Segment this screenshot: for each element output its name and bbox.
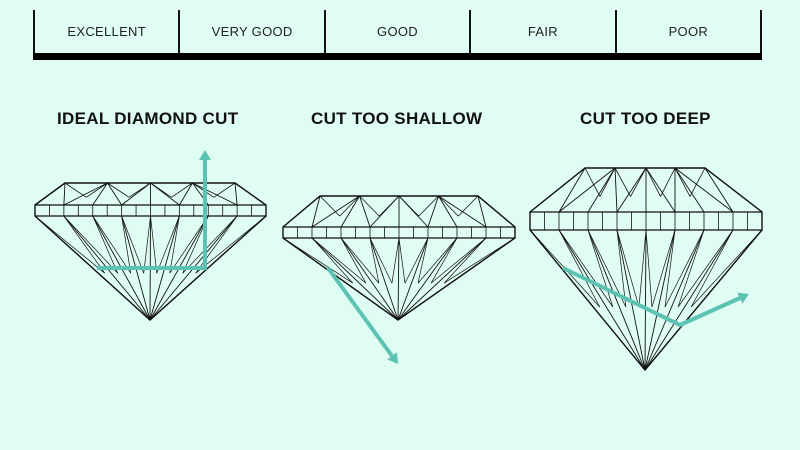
diamond-ideal [34, 182, 267, 321]
arrow-head-icon [387, 352, 398, 364]
grade-excellent: EXCELLENT [33, 10, 178, 53]
scale-baseline [33, 53, 762, 60]
diamond-deep [529, 167, 763, 372]
title-too-deep: CUT TOO DEEP [580, 109, 711, 128]
title-too-shallow: CUT TOO SHALLOW [311, 109, 483, 128]
arrow-head-icon [737, 292, 749, 304]
grade-very-good: VERY GOOD [178, 10, 323, 53]
light-path-ideal [95, 140, 211, 270]
light-path-shallow [326, 140, 398, 364]
grade-fair: FAIR [469, 10, 614, 53]
grade-good: GOOD [323, 10, 469, 53]
arrow-head-icon [199, 150, 211, 160]
grade-poor: POOR [614, 10, 763, 53]
cut-grade-scale: EXCELLENT VERY GOOD GOOD FAIR POOR [33, 10, 763, 53]
title-ideal-cut: IDEAL DIAMOND CUT [57, 109, 239, 128]
diamond-shallow [282, 195, 516, 321]
light-path-deep [561, 140, 749, 328]
